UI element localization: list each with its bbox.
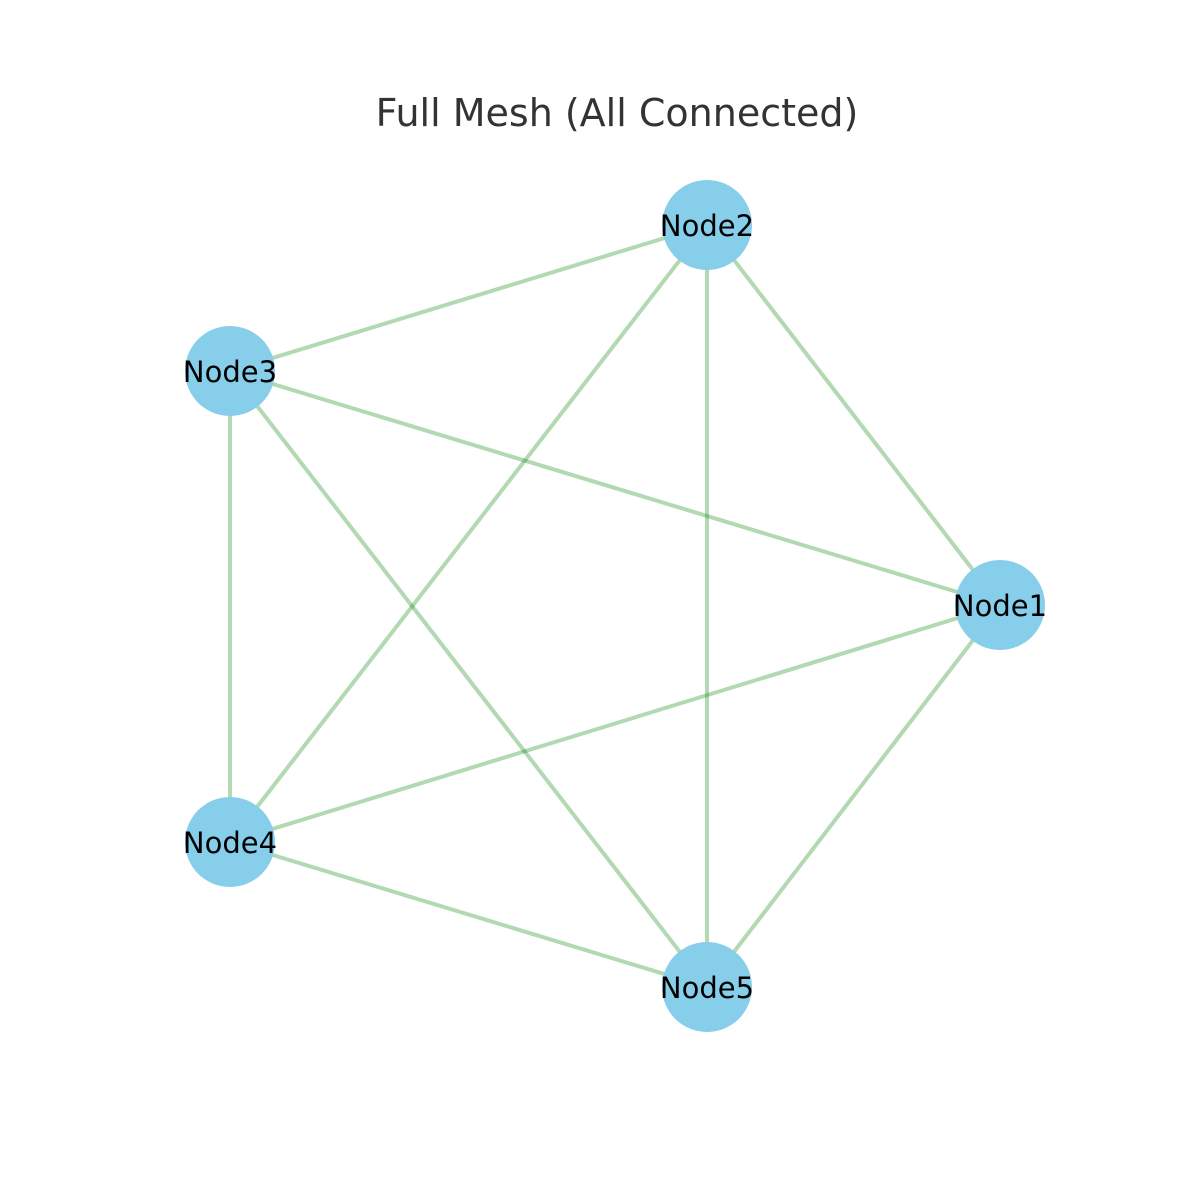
- node-node2: [662, 180, 752, 270]
- edge-Node1-Node3: [229, 369, 1001, 607]
- chart-title: Full Mesh (All Connected): [376, 91, 859, 135]
- node-node4: [185, 797, 275, 887]
- node-label-node3: Node3: [183, 355, 277, 389]
- node-node5: [662, 942, 752, 1032]
- edge-Node2-Node3: [229, 223, 708, 373]
- edge-Node1-Node4: [229, 603, 1001, 844]
- node-node1: [955, 560, 1045, 650]
- node-label-node5: Node5: [660, 971, 754, 1005]
- node-node3: [185, 326, 275, 416]
- node-label-node4: Node4: [183, 826, 277, 860]
- edge-Node3-Node5: [228, 369, 709, 989]
- edge-Node1-Node5: [705, 603, 1002, 989]
- edges-layer: [228, 223, 1002, 989]
- nodes-layer: [185, 180, 1045, 1032]
- edge-Node1-Node2: [705, 223, 1002, 607]
- edge-Node2-Node4: [228, 223, 709, 844]
- node-label-node1: Node1: [953, 589, 1047, 623]
- node-label-node2: Node2: [660, 209, 754, 243]
- edge-Node4-Node5: [229, 840, 708, 989]
